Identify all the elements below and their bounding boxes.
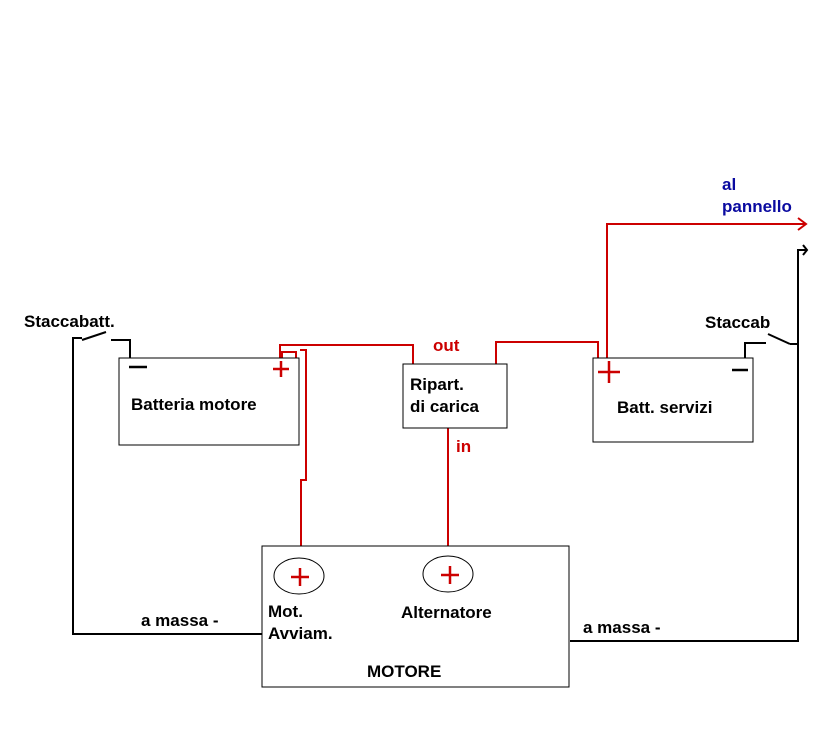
motore-box	[261, 545, 570, 688]
plus-icon	[273, 361, 289, 377]
label-staccab: Staccab	[705, 313, 770, 332]
switch-staccabatt-left	[81, 331, 107, 341]
arrow-pannello-icon	[797, 217, 808, 231]
label-in: in	[456, 437, 471, 456]
label-di-carica: di carica	[410, 397, 480, 416]
label-a-massa-left: a massa -	[141, 611, 219, 630]
batteria-motore-box	[118, 357, 300, 446]
label-alternatore: Alternatore	[401, 603, 492, 622]
alternatore-terminal	[422, 555, 474, 593]
wire-servizi-to-staccab	[744, 342, 766, 358]
wire-ground-right	[570, 249, 807, 642]
label-pannello: pannello	[722, 197, 792, 216]
ripartitore-box	[402, 363, 508, 429]
label-staccabatt: Staccabatt.	[24, 312, 115, 331]
label-a-massa-right: a massa -	[583, 618, 661, 637]
label-avviam: Avviam.	[268, 624, 333, 643]
wire-battery-to-starter-inner	[281, 351, 297, 360]
label-mot: Mot.	[268, 602, 303, 621]
ground-wires	[72, 244, 809, 642]
wire-battery-to-ripartitore	[279, 344, 414, 364]
wire-staccabatt-to-battery	[111, 339, 131, 358]
arrow-ground-icon	[802, 244, 809, 256]
positive-wires	[279, 217, 808, 560]
label-al: al	[722, 175, 736, 194]
switch-staccab-right	[767, 333, 791, 345]
label-motore: MOTORE	[367, 662, 441, 681]
plus-icon	[291, 568, 309, 586]
label-out: out	[433, 336, 460, 355]
label-batteria-motore: Batteria motore	[131, 395, 257, 414]
wire-battery-to-starter	[300, 349, 307, 560]
plus-icon	[598, 361, 620, 383]
wire-ground-left	[72, 337, 262, 635]
starter-terminal	[273, 557, 325, 595]
label-ripart: Ripart.	[410, 375, 464, 394]
wire-ripartitore-to-servizi	[495, 341, 599, 364]
plus-icon	[441, 566, 459, 584]
label-batt-servizi: Batt. servizi	[617, 398, 712, 417]
wire-servizi-to-pannello	[606, 223, 806, 358]
